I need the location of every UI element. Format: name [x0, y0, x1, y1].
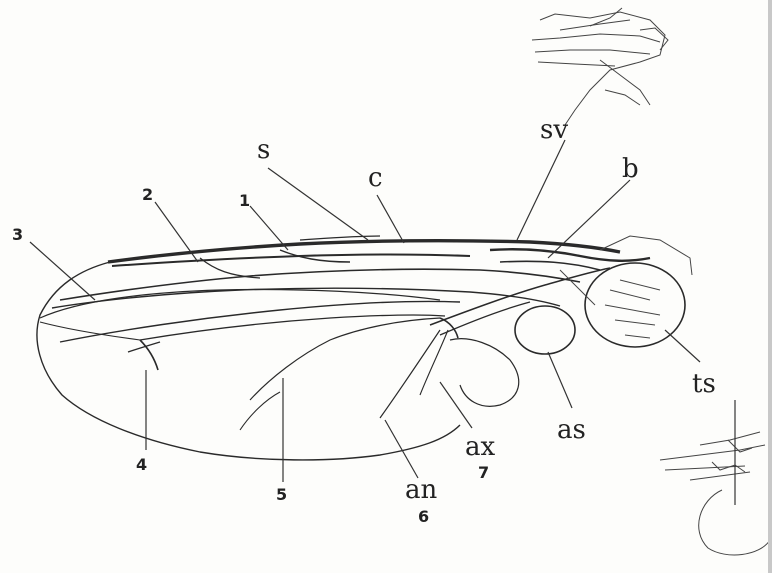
label-2: 2	[142, 185, 153, 204]
labels: sv s c b 1 2 3 4 5 ts as ax 7 an 6	[12, 115, 716, 526]
wing-membrane	[37, 262, 460, 460]
squama-lobes	[450, 236, 692, 406]
leader-lines	[30, 140, 735, 505]
leader-sv	[517, 140, 565, 240]
label-an-number: 6	[418, 507, 429, 526]
leader-1	[250, 206, 288, 250]
label-3: 3	[12, 225, 23, 244]
label-5: 5	[276, 485, 287, 504]
label-as: as	[557, 415, 586, 445]
label-c: c	[368, 163, 383, 193]
leader-an	[385, 420, 418, 478]
ts-inset	[660, 432, 770, 555]
page-edge	[768, 0, 772, 573]
label-sv: sv	[540, 115, 568, 145]
label-an: an	[405, 475, 438, 505]
leader-ts	[665, 330, 700, 362]
leader-ax	[440, 382, 472, 428]
alar-squama	[515, 306, 575, 354]
label-ax: ax	[465, 432, 496, 462]
label-b: b	[622, 154, 639, 184]
label-s: s	[257, 135, 270, 165]
sv-inset	[532, 8, 668, 125]
label-4: 4	[136, 455, 147, 474]
label-ts: ts	[692, 369, 716, 399]
label-ax-number: 7	[478, 463, 489, 482]
leader-as	[548, 352, 572, 408]
leader-s	[268, 168, 368, 240]
leader-c	[377, 195, 404, 243]
label-1: 1	[239, 191, 250, 210]
wing-veins	[52, 236, 650, 430]
